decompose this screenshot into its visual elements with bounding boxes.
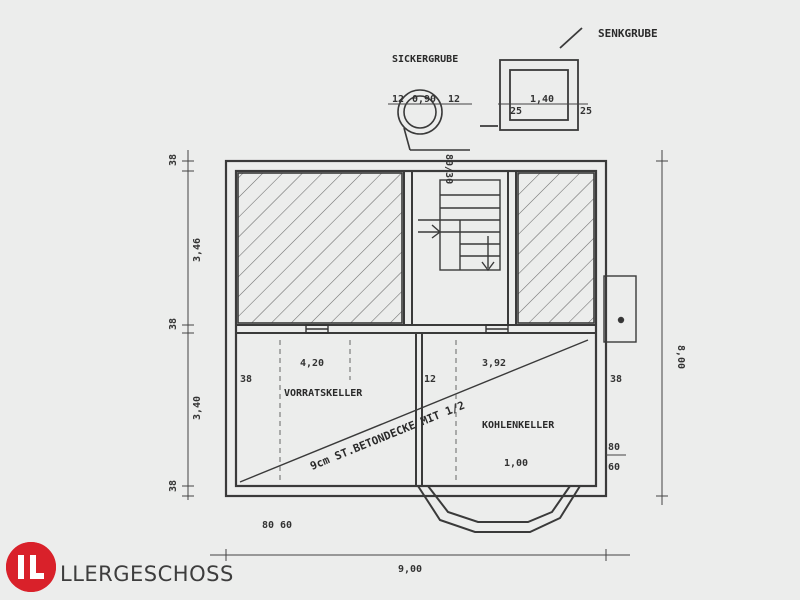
staircase bbox=[418, 179, 501, 272]
dim-8-00: 8,00 bbox=[675, 345, 686, 369]
dim-1-00: 1,00 bbox=[504, 458, 528, 469]
hatched-room-left bbox=[237, 172, 403, 324]
dim-4-20: 4,20 bbox=[300, 358, 324, 369]
senkgrube-symbol bbox=[480, 27, 583, 131]
hatched-room-right bbox=[517, 172, 595, 324]
dim-38-left-room: 38 bbox=[240, 374, 252, 385]
dim-3-92: 3,92 bbox=[482, 358, 506, 369]
dim-38-top: 38 bbox=[168, 154, 179, 166]
floor-caption: LLERGESCHOSS bbox=[60, 562, 234, 586]
dim-25-b: 25 bbox=[580, 106, 592, 117]
label-kohlenkeller: KOHLENKELLER bbox=[482, 420, 555, 431]
dim-9-00: 9,00 bbox=[398, 564, 422, 575]
inner-walls bbox=[236, 171, 596, 486]
sickergrube-symbol bbox=[397, 89, 470, 151]
dim-12-c: 12 bbox=[424, 374, 436, 385]
brand-logo bbox=[6, 542, 56, 592]
brand-logo-mark bbox=[6, 542, 56, 592]
dim-80-30: 80/30 bbox=[443, 154, 454, 184]
room-dashed-lines bbox=[279, 340, 457, 480]
dim-38-bottom: 38 bbox=[168, 480, 179, 492]
dim-0-90: 0,90 bbox=[412, 94, 436, 105]
label-sickergrube: SICKERGRUBE bbox=[392, 54, 458, 65]
dimension-lines bbox=[182, 103, 668, 561]
dim-3-40: 3,40 bbox=[192, 396, 203, 420]
window-well bbox=[603, 275, 637, 343]
label-senkgrube: SENKGRUBE bbox=[598, 27, 658, 40]
dim-38-right-room: 38 bbox=[610, 374, 622, 385]
label-vorratskeller: VORRATSKELLER bbox=[284, 388, 363, 399]
slab-diagonal bbox=[239, 339, 589, 483]
dim-60-right: 60 bbox=[608, 462, 620, 473]
dim-25-a: 25 bbox=[510, 106, 522, 117]
dim-60-bottom: 60 bbox=[280, 520, 292, 531]
dim-1-40: 1,40 bbox=[530, 94, 554, 105]
dim-12-b: 12 bbox=[448, 94, 460, 105]
dim-12-a: 12 bbox=[392, 94, 404, 105]
dim-80-bottom: 80 bbox=[262, 520, 274, 531]
dim-38-mid: 38 bbox=[168, 318, 179, 330]
bay-projection bbox=[417, 485, 581, 533]
dim-80-right: 80 bbox=[608, 442, 620, 453]
door-marks bbox=[305, 324, 509, 334]
dim-3-46: 3,46 bbox=[192, 238, 203, 262]
